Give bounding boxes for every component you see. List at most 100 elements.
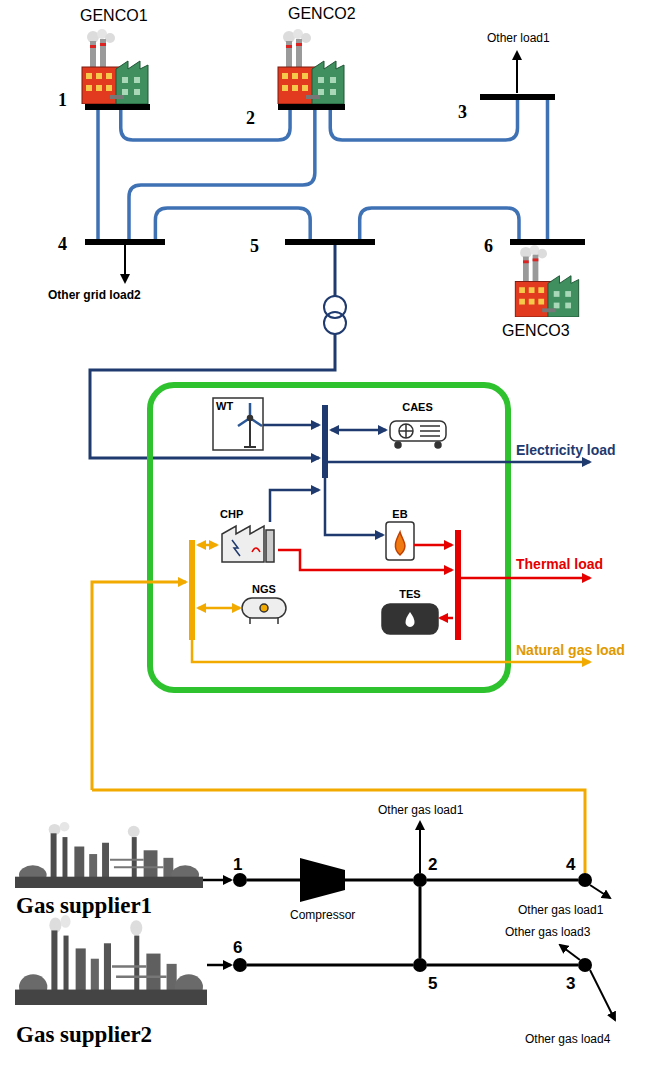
gas-node: 2 [413,873,427,887]
hub-icons [238,403,262,426]
load-label: Natural gas load [516,642,625,658]
gas-node: 6 [233,958,247,972]
gas-pipeline [427,964,578,967]
gas-suppliers [15,915,207,1005]
hub-electric-wiring [328,461,590,464]
genco-plants [82,29,148,104]
gas-pipeline [345,879,413,882]
hub-icons [395,442,401,448]
bus-number: 3 [458,102,467,123]
hub-thermal-wiring [278,530,590,640]
gas-pipeline [247,964,413,967]
hub-thermal-wiring [440,617,453,620]
hub-icons [266,530,274,562]
energy-hub-border [150,385,508,690]
power-line [155,208,310,239]
plant-label: GENCO3 [502,322,570,340]
transformer [90,245,346,458]
hub-icons [244,418,256,447]
power-line [96,110,100,239]
bus-number: 1 [58,90,67,111]
hub-icons [252,548,260,552]
hub-electric-wiring [322,405,328,478]
load-label: Other gas load3 [505,925,590,939]
hub-icons [420,426,440,436]
node-number: 6 [233,938,242,958]
power-line [360,208,519,239]
hub-electric-wiring [263,424,319,427]
power-line [121,110,290,140]
power-line [330,100,517,140]
gas-pipeline [247,879,300,882]
hub-gas-wiring [189,540,195,640]
bus-bar: 4 [85,239,165,245]
plant-label: GENCO2 [288,5,356,23]
compressor-symbol [300,858,345,902]
load-arrows [124,245,126,282]
hub-device: NGS [238,582,290,598]
hub-electric-wiring [263,405,590,535]
hub-icons [222,526,264,562]
hub-icons [386,522,414,560]
gas-node: 3 [578,958,592,972]
node-number: 3 [566,974,575,994]
load-arrows [516,52,518,93]
load-arrows [125,52,517,282]
genco-plants [82,29,579,317]
bus-bar: 3 [480,94,555,100]
load-label: Other gas load1 [378,803,463,817]
gas-suppliers [15,822,207,1005]
hub-icons [248,416,253,421]
bus-number: 6 [484,236,493,257]
hub-device: CAES [380,400,455,420]
gas-arrows [590,885,610,898]
bus-number: 4 [58,234,67,255]
load-label: Other gas load4 [525,1032,610,1046]
load-label: Other gas load1 [518,903,603,917]
load-label: Thermal load [516,556,603,572]
supplier-label: Gas supplier1 [16,893,152,919]
load-label: Other grid load2 [48,288,141,302]
device-label: EB [392,508,407,520]
transformer [334,245,337,296]
device-label: NGS [252,583,276,595]
hub-device: CHP [218,506,278,522]
hub-icons [435,442,441,448]
gas-arrows [560,945,580,960]
bus-bar: 2 [278,104,345,110]
bus-bar: 1 [85,104,150,110]
gas-arrows [207,964,231,967]
hub-thermal-wiring [455,530,461,640]
gas-node: 5 [413,958,427,972]
node-number: 1 [233,855,242,875]
hub-icons [399,424,413,438]
gas-node: 1 [233,873,247,887]
load-label: Electricity load [516,442,616,458]
load-label: Other load1 [487,31,550,45]
supplier-label: Gas supplier2 [16,1022,152,1048]
hub-icons [406,612,415,627]
hub-device: TES [378,587,442,603]
plant-label: GENCO1 [80,7,148,25]
hub-gas-wiring [92,582,186,790]
transformer [90,334,335,458]
hub-device: EB [382,506,418,522]
hub-gas-wiring [198,544,217,547]
gas-arrows [590,970,615,1020]
device-label: CAES [402,401,433,413]
compressor-shape [300,858,345,902]
hub-electric-wiring [331,429,386,432]
hub-icons [382,604,438,634]
gas-node: 4 [578,873,592,887]
gas-suppliers [15,822,203,888]
device-label: TES [399,588,420,600]
genco-plants [515,245,578,317]
bus-bar: 6 [510,239,585,245]
hub-icons [213,398,446,634]
hub-thermal-wiring [461,577,590,580]
hub-device: WT [213,398,263,450]
hub-icons [232,540,240,556]
gas-arrows [203,879,231,882]
transformer [324,312,346,334]
